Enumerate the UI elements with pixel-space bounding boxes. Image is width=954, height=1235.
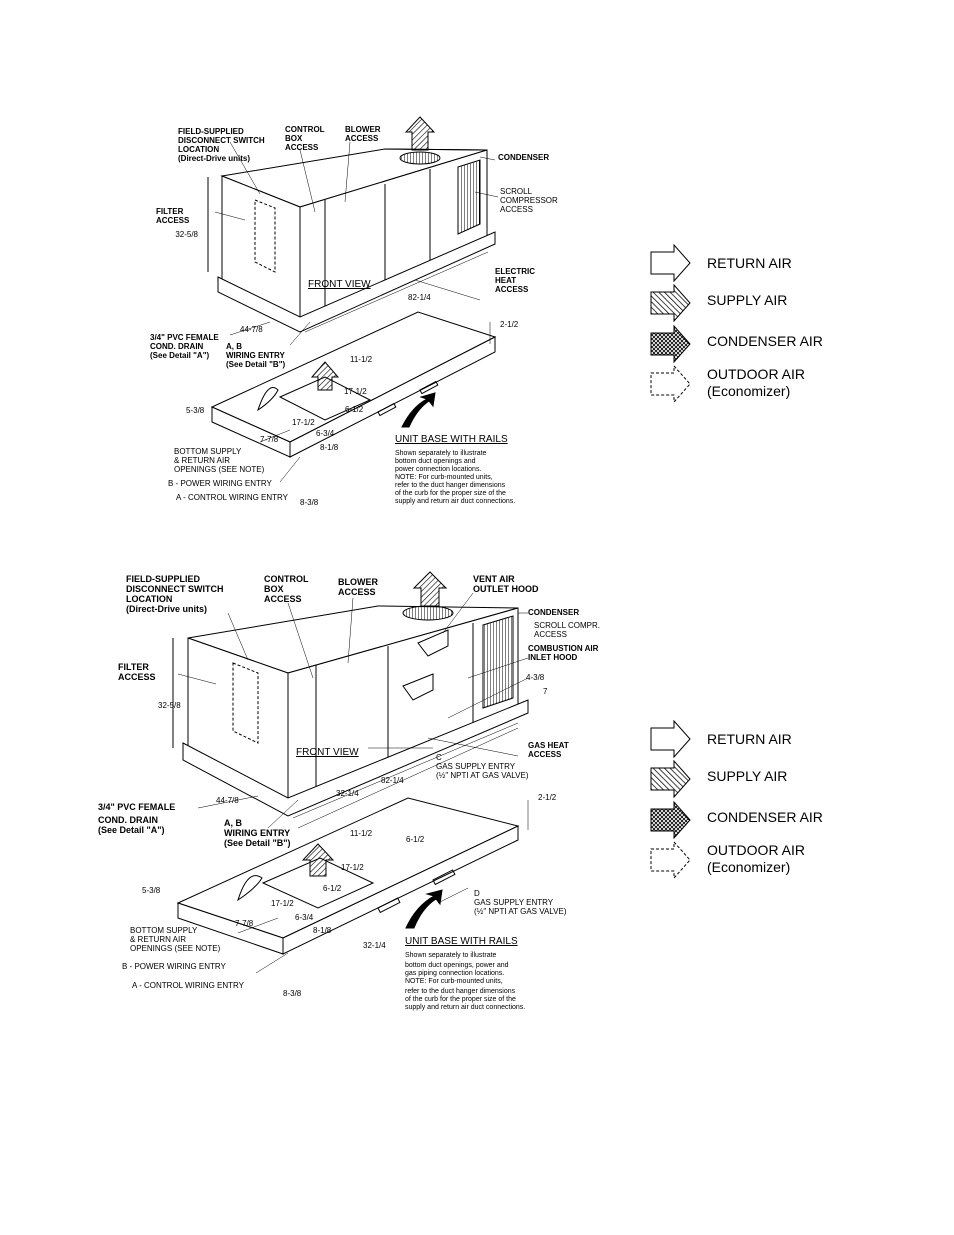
- dim-82-1-4: 82-1/4: [408, 293, 431, 302]
- dim2-17-1-2b: 17-1/2: [271, 899, 294, 908]
- dim2-8-3-8: 8-3/8: [283, 989, 302, 998]
- dim-2-1-2: 2-1/2: [500, 320, 519, 329]
- legend-supply-air-2: SUPPLY AIR: [650, 760, 850, 800]
- dim2-4-3-8: 4-3/8: [526, 673, 545, 682]
- dim2-11-1-2: 11-1/2: [350, 829, 373, 838]
- dim2-82-1-4: 82-1/4: [381, 776, 404, 785]
- legend-outdoor-air-label-2: OUTDOOR AIR (Economizer): [707, 842, 806, 875]
- dim2-6-1-2b: 6-1/2: [323, 884, 342, 893]
- dim-44-7-8: 44-7/8: [240, 325, 263, 334]
- condenser-grill: [457, 159, 481, 235]
- label-condenser-2: CONDENSER: [528, 608, 579, 617]
- legend-supply-air-label: SUPPLY AIR: [707, 292, 788, 308]
- outdoor-air-arrow-icon: [650, 365, 691, 403]
- dim2-32-1-4b: 32-1/4: [363, 941, 386, 950]
- dim2-6-1-2a: 6-1/2: [406, 835, 425, 844]
- label-scroll-2: SCROLL COMPR.ACCESS: [534, 621, 600, 639]
- dim2-44-7-8: 44-7/8: [216, 796, 239, 805]
- supply-air-arrow-icon-2: [650, 760, 691, 798]
- dim2-5-3-8: 5-3/8: [142, 886, 161, 895]
- dim2-7-7-8: 7-7/8: [235, 919, 254, 928]
- label-unit-base-2: UNIT BASE WITH RAILS: [405, 936, 518, 947]
- dim2-17-1-2a: 17-1/2: [341, 863, 364, 872]
- legend-supply-air: SUPPLY AIR: [650, 284, 850, 324]
- label-a-control: A - CONTROL WIRING ENTRY: [176, 493, 289, 502]
- label-b-power-2: B - POWER WIRING ENTRY: [122, 962, 227, 971]
- outdoor-air-arrow-icon-2: [650, 841, 691, 879]
- legend-return-air: RETURN AIR: [650, 244, 850, 284]
- dim-17-1-2b: 17-1/2: [292, 418, 315, 427]
- dim-32-5-8: 32-5/8: [175, 230, 198, 239]
- return-air-arrow-icon-2: [650, 720, 691, 758]
- dim-6-1-2: 6-1/2: [345, 405, 364, 414]
- dim-8-3-8: 8-3/8: [300, 498, 319, 507]
- legend-outdoor-air-2: OUTDOOR AIR (Economizer): [650, 841, 850, 889]
- legend-condenser-air: CONDENSER AIR: [650, 325, 850, 365]
- legend-supply-air-label-2: SUPPLY AIR: [707, 768, 788, 784]
- dim-8-1-8: 8-1/8: [320, 443, 339, 452]
- label-b-power: B - POWER WIRING ENTRY: [168, 479, 273, 488]
- label-a-control-2: A - CONTROL WIRING ENTRY: [132, 981, 245, 990]
- dim-5-3-8: 5-3/8: [186, 406, 205, 415]
- legend-outdoor-air: OUTDOOR AIR (Economizer): [650, 365, 850, 413]
- dim2-7: 7: [543, 687, 548, 696]
- return-air-arrow-icon: [650, 244, 691, 282]
- dim2-8-1-8: 8-1/8: [313, 926, 332, 935]
- condenser-air-arrow-icon-2: [650, 801, 691, 839]
- label-condenser: CONDENSER: [498, 153, 549, 162]
- dim-7-7-8: 7-7/8: [260, 435, 279, 444]
- dim2-2-1-2: 2-1/2: [538, 793, 557, 802]
- dim2-6-3-4: 6-3/4: [295, 913, 314, 922]
- dim2-32-5-8: 32-5/8: [158, 701, 181, 710]
- dim-17-1-2a: 17-1/2: [344, 387, 367, 396]
- legend-return-air-label: RETURN AIR: [707, 255, 792, 271]
- dim-6-3-4: 6-3/4: [316, 429, 335, 438]
- supply-air-arrow: [310, 361, 340, 391]
- supply-air-arrow-icon: [650, 284, 691, 322]
- dim2-32-1-4a: 32-1/4: [336, 789, 359, 798]
- label-unit-base: UNIT BASE WITH RAILS: [395, 434, 508, 445]
- exhaust-arrow: [404, 116, 436, 151]
- legend-return-air-2: RETURN AIR: [650, 720, 850, 760]
- legend-condenser-air-2: CONDENSER AIR: [650, 801, 850, 841]
- legend-return-air-label-2: RETURN AIR: [707, 731, 792, 747]
- legend-outdoor-air-label: OUTDOOR AIR (Economizer): [707, 366, 806, 399]
- legend-condenser-air-label-2: CONDENSER AIR: [707, 809, 823, 825]
- label-front-view-2: FRONT VIEW: [296, 747, 359, 758]
- label-front-view: FRONT VIEW: [308, 279, 371, 290]
- dim-11-1-2: 11-1/2: [350, 355, 373, 364]
- legend-condenser-air-label: CONDENSER AIR: [707, 333, 823, 349]
- condenser-air-arrow-icon: [650, 325, 691, 363]
